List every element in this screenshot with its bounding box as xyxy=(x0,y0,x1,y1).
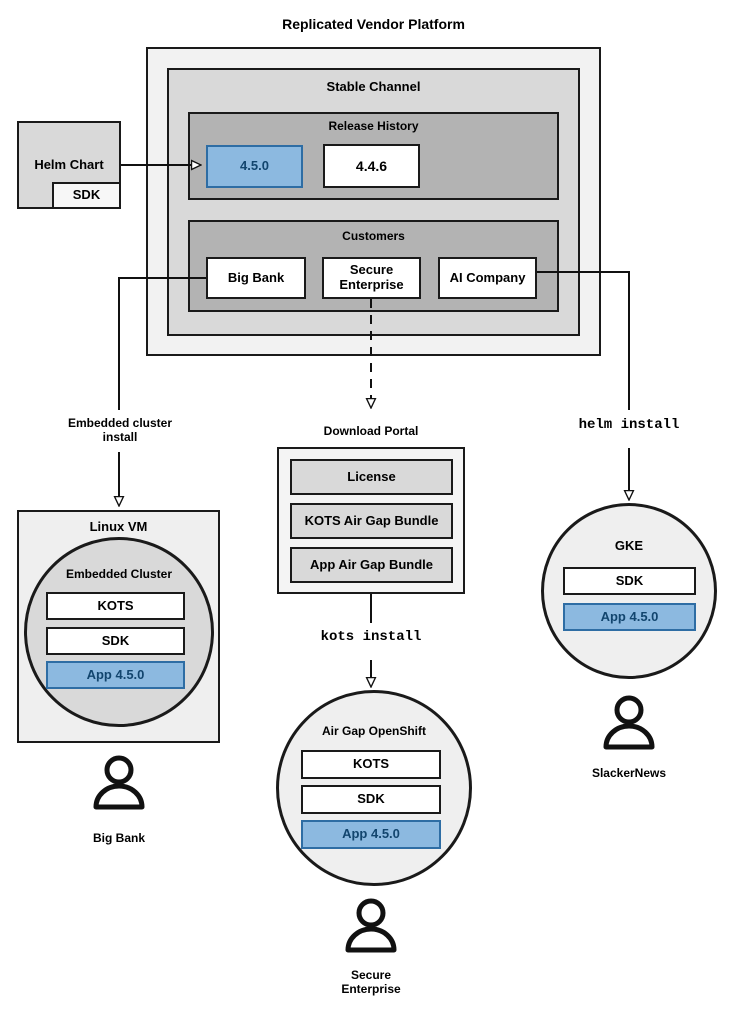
gke-component-sdk[interactable]: SDK xyxy=(563,567,696,595)
customer-secure-enterprise[interactable]: Secure Enterprise xyxy=(322,257,421,299)
release-version-4-5-0[interactable]: 4.5.0 xyxy=(206,145,303,188)
user-icon-big-bank xyxy=(93,755,145,810)
gke-component-app[interactable]: App 4.5.0 xyxy=(563,603,696,631)
customer-ai-company[interactable]: AI Company xyxy=(438,257,537,299)
download-portal-item-app-air-gap-bundle[interactable]: App Air Gap Bundle xyxy=(290,547,453,583)
helm-chart-sdk-box[interactable]: SDK xyxy=(52,182,121,209)
user-icon-slackernews xyxy=(603,695,655,750)
airgap-component-sdk[interactable]: SDK xyxy=(301,785,441,814)
customer-big-bank[interactable]: Big Bank xyxy=(206,257,306,299)
diagram-title: Replicated Vendor Platform xyxy=(282,16,465,32)
helm-chart-label: Helm Chart xyxy=(34,157,104,172)
release-history-title: Release History xyxy=(328,119,419,133)
download-portal-item-kots-air-gap-bundle[interactable]: KOTS Air Gap Bundle xyxy=(290,503,453,539)
user-icon-secure-enterprise xyxy=(345,898,397,953)
flow-label-kots-install: kots install xyxy=(320,629,422,645)
flow-label-embedded-cluster-install: Embedded cluster install xyxy=(67,416,173,445)
airgap-openshift-title: Air Gap OpenShift xyxy=(321,724,426,738)
linux-vm-component-kots[interactable]: KOTS xyxy=(46,592,185,620)
user-label-big-bank: Big Bank xyxy=(92,831,145,845)
flow-label-helm-install: helm install xyxy=(578,417,680,433)
stable-channel-title: Stable Channel xyxy=(326,79,421,94)
user-label-slackernews: SlackerNews xyxy=(591,766,667,780)
download-portal-item-license[interactable]: License xyxy=(290,459,453,495)
customers-title: Customers xyxy=(342,229,405,243)
release-version-4-4-6[interactable]: 4.4.6 xyxy=(323,144,420,188)
gke-title: GKE xyxy=(614,538,644,553)
user-label-secure-enterprise: Secure Enterprise xyxy=(341,968,401,997)
linux-vm-component-app[interactable]: App 4.5.0 xyxy=(46,661,185,689)
airgap-component-kots[interactable]: KOTS xyxy=(301,750,441,779)
embedded-cluster-title: Embedded Cluster xyxy=(65,567,173,581)
airgap-component-app[interactable]: App 4.5.0 xyxy=(301,820,441,849)
linux-vm-title: Linux VM xyxy=(89,519,148,534)
download-portal-title: Download Portal xyxy=(323,424,419,438)
linux-vm-component-sdk[interactable]: SDK xyxy=(46,627,185,655)
